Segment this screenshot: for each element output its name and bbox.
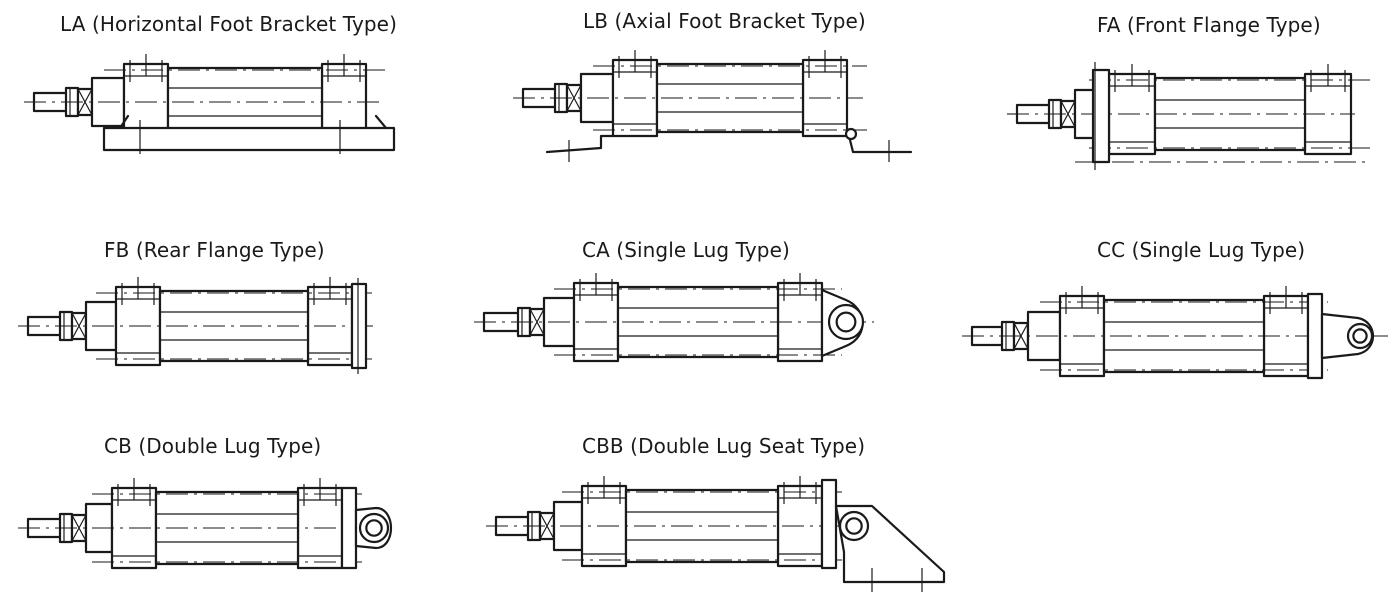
mount-cbb-drawing — [486, 476, 946, 592]
axial-foot-pin — [844, 127, 858, 141]
mount-la-drawing — [24, 54, 396, 154]
mount-lb-label: LB (Axial Foot Bracket Type) — [583, 9, 866, 33]
mount-fa-label: FA (Front Flange Type) — [1097, 13, 1321, 37]
mount-cc-label: CC (Single Lug Type) — [1097, 238, 1306, 262]
mount-lb-drawing — [513, 50, 913, 162]
rod-bushing-hatch — [71, 312, 87, 340]
rod-bushing-hatch — [1060, 100, 1076, 128]
bracket-fillet — [118, 114, 388, 130]
rod-bushing-hatch — [539, 512, 555, 540]
single-lug-eye-hole — [835, 311, 857, 333]
mount-cb-label: CB (Double Lug Type) — [104, 434, 322, 458]
single-lug-eye-hole — [1352, 328, 1368, 344]
mount-fa-drawing — [1007, 62, 1371, 170]
rod-bushing-hatch — [566, 84, 582, 112]
mount-cb-drawing — [18, 478, 392, 570]
foot-bracket — [102, 126, 396, 152]
cc-rear-boss — [1306, 292, 1324, 380]
double-lug-eye-hole — [845, 517, 863, 535]
mount-la-label: LA (Horizontal Foot Bracket Type) — [60, 12, 397, 36]
mount-fb-label: FB (Rear Flange Type) — [104, 238, 325, 262]
mount-fb-drawing — [18, 277, 374, 374]
mount-cc-drawing — [962, 286, 1388, 380]
cbb-rear-boss — [820, 478, 838, 570]
mount-ca-drawing — [474, 273, 874, 363]
rod-bushing-hatch — [77, 88, 93, 116]
double-lug-eye-hole — [365, 519, 383, 537]
rod-bushing-hatch — [71, 514, 87, 542]
mount-cbb-label: CBB (Double Lug Seat Type) — [582, 434, 866, 458]
cb-rear-boss — [340, 486, 358, 570]
mount-ca-label: CA (Single Lug Type) — [582, 238, 790, 262]
axial-foot-front — [545, 134, 615, 154]
rear-flange — [350, 282, 368, 370]
rod-bushing-hatch — [529, 308, 545, 336]
front-flange — [1091, 68, 1111, 164]
